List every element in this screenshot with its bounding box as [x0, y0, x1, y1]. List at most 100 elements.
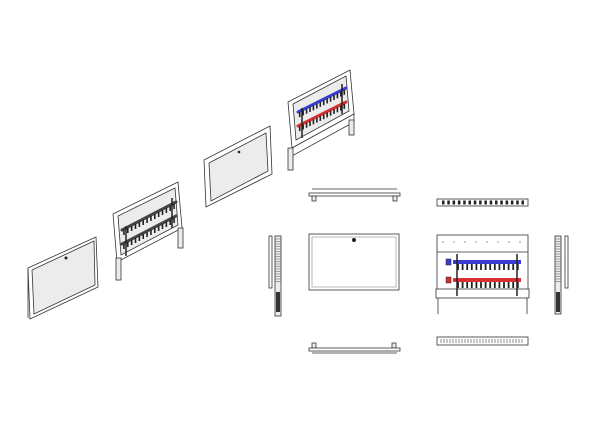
outlet-valve	[153, 228, 156, 233]
outlet-valve	[123, 230, 125, 235]
cover-front-view	[308, 233, 400, 291]
outlet-valve	[126, 242, 129, 247]
iso-cover-middle	[203, 125, 273, 208]
outlet-top	[521, 200, 524, 205]
outlet-valve	[480, 264, 482, 270]
cover-bottom-view	[308, 342, 401, 354]
outlet-valve	[457, 282, 459, 288]
outlet-valve	[142, 220, 145, 225]
mounting-hole	[464, 241, 466, 243]
outlet-valve	[130, 226, 133, 231]
outlet-valve	[302, 110, 304, 116]
iso-cabinet-colored	[287, 69, 355, 171]
mounting-hole	[453, 241, 455, 243]
outlet-valve	[484, 264, 487, 270]
outlet-valve	[484, 282, 487, 288]
outlet-valve	[142, 234, 145, 239]
outlet-valve	[507, 282, 510, 288]
outlet-valve	[298, 112, 301, 118]
outlet-top	[500, 200, 503, 205]
outlet-valve	[153, 214, 156, 219]
outlet-valve	[312, 105, 315, 111]
outlet-valve	[503, 264, 505, 270]
outlet-valve	[123, 244, 125, 249]
outlet-valve	[157, 212, 160, 217]
outlet-valve	[309, 107, 311, 112]
outlet-valve	[343, 103, 346, 109]
outlet-valve	[161, 224, 164, 229]
outlet-top	[468, 200, 471, 205]
outlet-valve	[319, 101, 322, 107]
outlet-valve	[316, 103, 318, 109]
outlet-valve	[138, 222, 141, 227]
outlet-valve	[305, 122, 308, 128]
outlet-valve	[461, 264, 464, 270]
outlet-valve	[489, 264, 492, 270]
outlet-valve	[457, 264, 459, 270]
outlet-top	[479, 200, 482, 205]
outlet-valve	[319, 115, 322, 121]
outlet-valve	[326, 112, 328, 118]
supply-manifold-bar	[120, 200, 178, 232]
outlet-valve	[340, 91, 342, 97]
outlet-valve	[461, 282, 464, 288]
outlet-top	[463, 200, 466, 205]
outlet-valve	[493, 264, 496, 270]
outlet-valve	[489, 282, 492, 288]
mounting-hole	[519, 241, 521, 243]
outlet-top	[447, 200, 450, 205]
outlet-valve	[336, 107, 339, 113]
outlet-valve	[322, 100, 325, 106]
outlet-valve	[134, 224, 137, 229]
iso-cabinet-manifold	[112, 181, 184, 281]
outlet-valve	[173, 218, 175, 223]
outlet-valve	[470, 264, 473, 270]
outlet-valve	[475, 282, 478, 288]
outlet-valve	[316, 117, 318, 123]
outlet-valve	[161, 210, 164, 215]
cabinet-right-side-view	[554, 235, 569, 315]
outlet-valve	[480, 282, 482, 288]
mounting-hole	[486, 241, 488, 243]
outlet-valve	[134, 238, 137, 243]
return-manifold-bar	[453, 278, 521, 282]
outlet-valve	[150, 230, 152, 235]
cabinet-left-side-view	[268, 235, 282, 317]
outlet-valve	[146, 218, 148, 223]
outlet-top	[510, 200, 514, 205]
outlet-valve	[322, 114, 325, 120]
outlet-valve	[173, 204, 175, 209]
outlet-valve	[498, 282, 501, 288]
outlet-valve	[150, 216, 152, 221]
manifold-top-view	[436, 198, 529, 207]
side-leg	[556, 292, 560, 312]
outlet-valve	[302, 124, 304, 130]
mounting-hole	[442, 241, 444, 243]
return-manifold-bar	[296, 100, 348, 128]
outlet-top	[484, 200, 487, 205]
outlet-top	[442, 200, 445, 205]
gauge	[445, 258, 452, 266]
outlet-valve	[512, 282, 515, 288]
outlet-valve	[305, 108, 308, 114]
outlet-valve	[165, 222, 168, 227]
cabinet-bottom-view	[436, 336, 529, 346]
outlet-valve	[157, 226, 160, 231]
outlet-valve	[130, 240, 133, 245]
outlet-valve	[466, 282, 469, 288]
outlet-valve	[343, 89, 346, 95]
outlet-valve	[326, 98, 328, 104]
outlet-valve	[146, 232, 148, 237]
outlet-top	[452, 200, 456, 205]
outlet-top	[457, 200, 461, 205]
mounting-hole	[508, 241, 510, 243]
outlet-valve	[516, 264, 519, 270]
outlet-valve	[298, 126, 301, 132]
outlet-valve	[312, 119, 315, 125]
outlet-valve	[498, 264, 501, 270]
outlet-valve	[165, 208, 168, 213]
outlet-valve	[336, 93, 339, 99]
outlet-valve	[340, 105, 342, 111]
outlet-valve	[493, 282, 496, 288]
